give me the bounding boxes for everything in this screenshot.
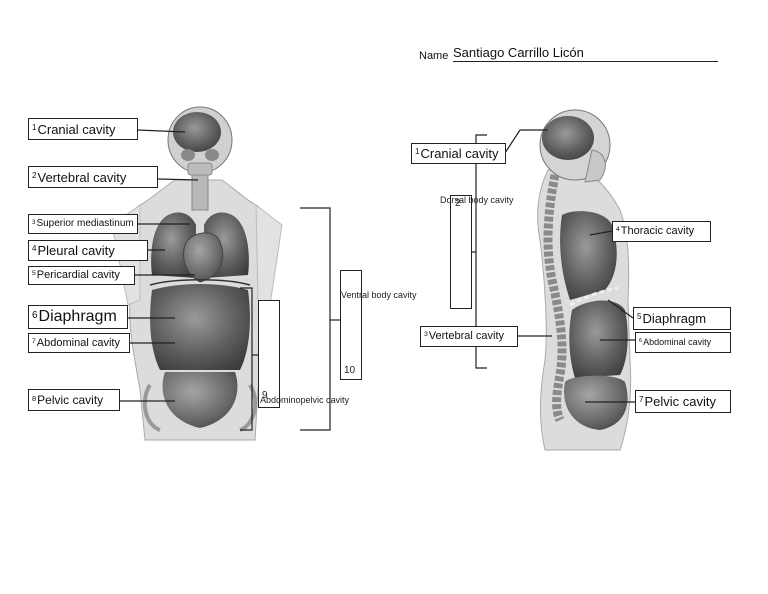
front-label-pericardial-cavity[interactable]: 5 Pericardial cavity: [28, 266, 135, 285]
front-eye-socket-right: [205, 149, 219, 161]
front-label-diaphragm[interactable]: 6 Diaphragm: [28, 305, 128, 329]
side-figure: [537, 109, 632, 451]
front-eye-socket-left: [181, 149, 195, 161]
front-abdomen: [150, 284, 250, 370]
student-name-field[interactable]: Santiago Carrillo Licón: [453, 45, 718, 62]
front-label-abdominal-cavity[interactable]: 7 Abdominal cavity: [28, 333, 130, 353]
front-label-pelvic-cavity[interactable]: 8 Pelvic cavity: [28, 389, 120, 411]
side-thoracic: [560, 211, 617, 300]
front-figure: [111, 106, 283, 441]
side-pelvic: [564, 375, 628, 430]
side-label-thoracic-cavity[interactable]: 4 Thoracic cavity: [612, 221, 711, 242]
side-diaphragm: [569, 286, 619, 307]
front-leader-lines: [120, 129, 340, 431]
dorsal-body-cavity-text: Dorsal body cavity: [440, 195, 514, 205]
front-label-pleural-cavity[interactable]: 4 Pleural cavity: [28, 240, 148, 261]
side-spine: [543, 174, 567, 423]
front-right-arm: [255, 203, 283, 306]
front-jaw: [187, 162, 213, 176]
front-diaphragm: [149, 279, 251, 286]
front-box-9[interactable]: 9: [258, 300, 280, 408]
front-neck: [191, 174, 209, 211]
abdominopelvic-cavity-text: Abdominopelvic cavity: [260, 395, 350, 405]
side-box-2[interactable]: 2: [450, 195, 472, 309]
ventral-body-cavity-text: Ventral body cavity: [341, 290, 417, 300]
name-label: Name: [419, 50, 449, 62]
side-brain: [542, 116, 594, 160]
side-face: [584, 149, 606, 183]
front-pelvis: [162, 372, 238, 428]
side-abdominal: [569, 300, 628, 378]
front-label-superior-mediastinum[interactable]: 3 Superior mediastinum: [28, 214, 138, 234]
front-box-10[interactable]: 10: [340, 270, 362, 380]
side-leader-lines: [470, 129, 635, 403]
front-brain: [173, 112, 221, 152]
front-heart: [183, 232, 224, 283]
